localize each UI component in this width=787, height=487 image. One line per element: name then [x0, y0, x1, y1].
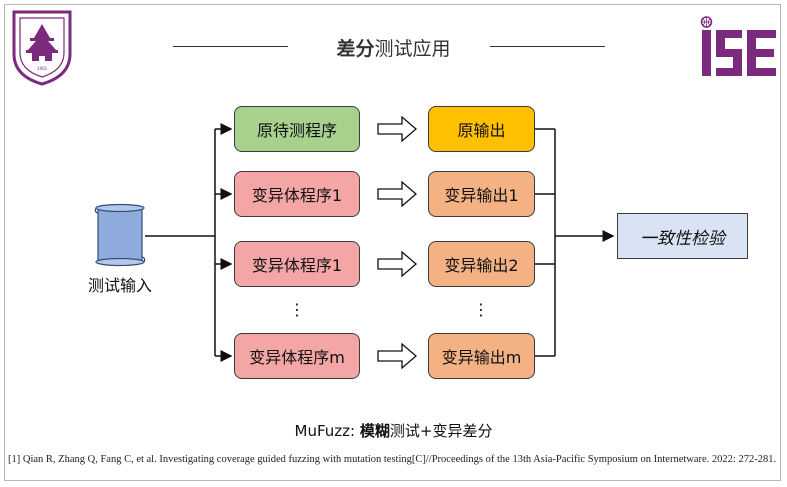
page-title: 差分测试应用 — [0, 34, 787, 61]
title-rest: 测试应用 — [374, 38, 451, 60]
ise-logo — [700, 16, 778, 80]
mutant-output-box-m: 变异输出m — [428, 333, 535, 379]
title-rule-right — [490, 46, 605, 47]
mutant-program-box-2: 变异体程序1 — [234, 241, 360, 287]
original-output-box: 原输出 — [428, 106, 535, 152]
slide-frame — [4, 4, 781, 481]
hollow-arrows — [377, 115, 417, 370]
svg-text:1902: 1902 — [37, 66, 48, 71]
mutant-output-box-2: 变异输出2 — [428, 241, 535, 287]
caption-rest: 测试+变异差分 — [389, 422, 493, 440]
consistency-check-box: 一致性检验 — [617, 213, 748, 259]
title-bold: 差分 — [336, 38, 375, 60]
test-input-label: 测试输入 — [88, 276, 153, 295]
reference-citation: [1] Qian R, Zhang Q, Fang C, et al. Inve… — [8, 454, 777, 465]
university-seal-logo: 1902 — [10, 8, 74, 86]
mutant-output-box-1: 变异输出1 — [428, 171, 535, 217]
caption-bold: 模糊 — [359, 422, 390, 440]
diagram-caption: MuFuzz: 模糊测试+变异差分 — [0, 420, 787, 441]
original-program-box: 原待测程序 — [234, 106, 360, 152]
output-ellipsis: ⋮ — [473, 300, 489, 319]
mutant-program-box-m: 变异体程序m — [234, 333, 360, 379]
caption-prefix: MuFuzz: — [294, 422, 360, 440]
title-rule-left — [173, 46, 288, 47]
mutant-program-box-1: 变异体程序1 — [234, 171, 360, 217]
scroll-document-icon — [92, 203, 148, 271]
program-ellipsis: ⋮ — [289, 300, 305, 319]
